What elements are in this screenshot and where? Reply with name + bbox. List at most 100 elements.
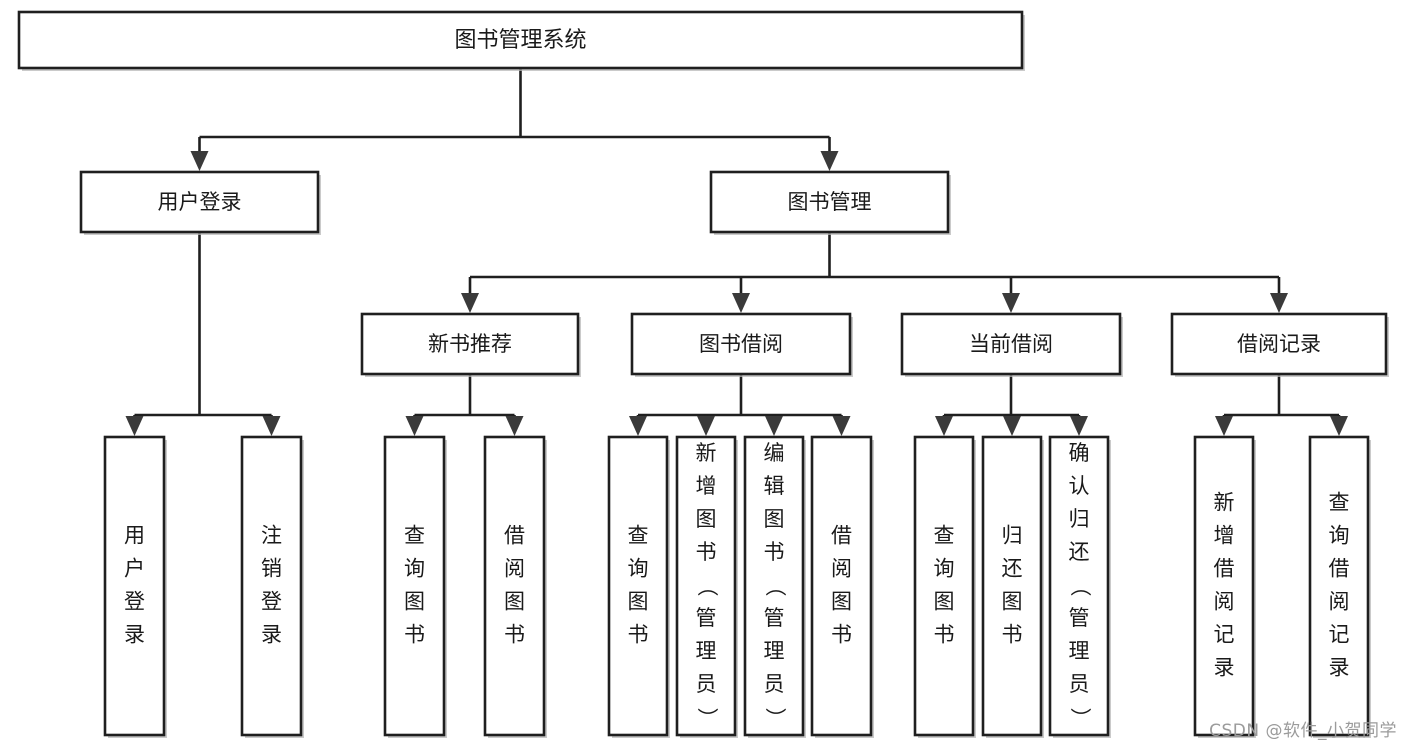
box-outline (240, 435, 303, 737)
leaf-label-char: 询 (404, 557, 425, 581)
leaf-label-char: 确 (1069, 441, 1090, 465)
arrow-head-icon (125, 416, 144, 436)
leaf-label-char: 书 (1002, 623, 1023, 647)
arrow-head-icon (765, 416, 783, 436)
arrow-head-icon (262, 416, 281, 436)
node-layer: 图书管理系统用户登录图书管理新书推荐图书借阅当前借阅借阅记录用户登录注销登录查询… (17, 10, 1389, 738)
node-level2-3[interactable]: 借阅记录 (1170, 312, 1389, 377)
leaf-label-char: 认 (1069, 474, 1090, 498)
leaf-label-char: 图 (504, 590, 525, 614)
leaf-label-char: 员 (1069, 672, 1090, 696)
leaf-label-char: 借 (1329, 557, 1350, 581)
leaf-label-char: 辑 (764, 474, 785, 498)
arrow-head-icon (935, 416, 953, 436)
node-root-book-management-system[interactable]: 图书管理系统 (17, 10, 1025, 71)
box-outline (483, 435, 546, 737)
arrow-head-icon (832, 416, 851, 436)
arrow-head-icon (461, 293, 479, 313)
arrow-head-icon (1070, 416, 1088, 436)
leaf-label-char: 借 (504, 524, 525, 548)
leaf-label-char: 阅 (831, 557, 852, 581)
arrow-head-icon (1270, 293, 1288, 313)
leaf-label-char: 登 (124, 590, 145, 614)
box-outline (913, 435, 975, 737)
leaf-label-char: 询 (1329, 524, 1350, 548)
arrow-head-icon (820, 151, 839, 171)
leaf-label-char: 户 (124, 557, 145, 581)
leaf-label-char: 编 (764, 441, 785, 465)
leaf-label-char: ） (763, 708, 787, 729)
box-outline (1048, 435, 1110, 737)
node-label: 图书借阅 (699, 332, 783, 356)
box-outline (1193, 435, 1255, 737)
leaf-label-char: 增 (696, 474, 717, 498)
leaf-label-char: 图 (404, 590, 425, 614)
box-outline (810, 435, 873, 737)
box-outline (900, 312, 1122, 376)
leaf-label-char: 员 (696, 672, 717, 696)
node-level1-1[interactable]: 图书管理 (709, 170, 951, 235)
arrow-head-icon (190, 151, 209, 171)
leaf-label-char: 查 (1329, 491, 1350, 515)
box-outline (103, 435, 166, 737)
leaf-label-char: 图 (831, 590, 852, 614)
box-outline (1308, 435, 1370, 737)
leaf-label-char: （ (763, 576, 787, 597)
leaf-label-char: 录 (124, 623, 145, 647)
node-level1-0[interactable]: 用户登录 (79, 170, 321, 235)
box-outline (383, 435, 446, 737)
box-outline (79, 170, 320, 234)
leaf-label-char: 阅 (1214, 590, 1235, 614)
leaf-label-char: 理 (764, 639, 785, 663)
box-outline (1170, 312, 1388, 376)
leaf-label-char: 查 (934, 524, 955, 548)
node-level2-0[interactable]: 新书推荐 (360, 312, 581, 377)
leaf-label-char: 新 (696, 441, 717, 465)
arrow-head-icon (1215, 416, 1233, 436)
leaf-label-char: 新 (1214, 491, 1235, 515)
leaf-label-char: 查 (404, 524, 425, 548)
node-label: 用户登录 (158, 190, 242, 214)
arrow-head-icon (405, 416, 424, 436)
node-label: 图书管理系统 (454, 28, 586, 53)
leaf-label-char: 登 (261, 590, 282, 614)
leaf-label-char: 书 (504, 623, 525, 647)
leaf-label-char: 查 (628, 524, 649, 548)
arrow-head-icon (1330, 416, 1348, 436)
node-level2-1[interactable]: 图书借阅 (630, 312, 853, 377)
node-leaf-0[interactable]: 用户登录 (103, 435, 167, 738)
leaf-label-char: 书 (764, 540, 785, 564)
leaf-label-char: 理 (1069, 639, 1090, 663)
leaf-label-char: 还 (1002, 557, 1023, 581)
leaf-label-char: 借 (831, 524, 852, 548)
leaf-label-char: 书 (831, 623, 852, 647)
leaf-label-char: 书 (404, 623, 425, 647)
node-label: 借阅记录 (1237, 332, 1321, 356)
arrow-head-icon (732, 293, 750, 313)
arrow-head-icon (697, 416, 715, 436)
leaf-label-char: 管 (1069, 606, 1090, 630)
arrow-head-icon (629, 416, 647, 436)
node-label: 当前借阅 (969, 332, 1053, 356)
leaf-label-char: 管 (696, 606, 717, 630)
leaf-label-char: 阅 (1329, 590, 1350, 614)
leaf-label-char: 归 (1002, 524, 1023, 548)
leaf-label-char: 图 (628, 590, 649, 614)
node-level2-2[interactable]: 当前借阅 (900, 312, 1123, 377)
leaf-label-char: 询 (628, 557, 649, 581)
leaf-label-char: 图 (1002, 590, 1023, 614)
